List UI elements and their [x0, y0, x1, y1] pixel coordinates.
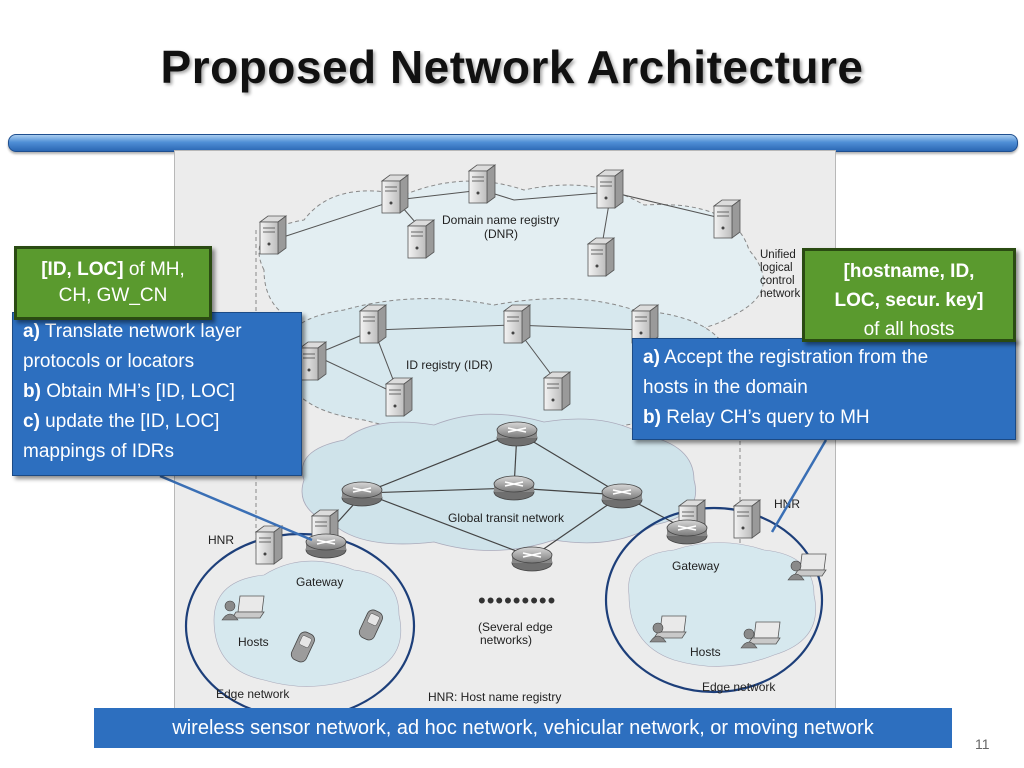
unified-control-label: Unified	[760, 249, 796, 261]
gateway-label-left: Gateway	[296, 575, 343, 589]
dnr-server-icon	[587, 237, 615, 277]
idr-server-icon	[385, 377, 413, 417]
right-gateway-router-icon	[666, 519, 708, 545]
hnr-legend: HNR: Host name registry	[428, 690, 561, 704]
page-number: 11	[975, 736, 990, 752]
right-edge-circle	[604, 506, 824, 694]
edge-network-label-left: Edge network	[216, 687, 290, 701]
unified-control-label: logical	[760, 262, 793, 274]
left-gateway-callout: a) Translate network layer protocols or …	[12, 312, 302, 476]
ellipsis-dots: •••••••••	[478, 588, 556, 613]
transit-router-icon	[341, 481, 383, 507]
network-types-banner: wireless sensor network, ad hoc network,…	[94, 708, 952, 748]
idr-server-icon	[543, 371, 571, 411]
right-hnr-callout: a) Accept the registration from the host…	[632, 338, 1016, 440]
right-hostname-callout: [hostname, ID, LOC, secur. key] of all h…	[802, 248, 1016, 342]
left-hnr-server-icon	[255, 525, 283, 565]
transit-router-icon	[511, 546, 553, 572]
dnr-server-icon	[713, 199, 741, 239]
transit-router-icon	[601, 483, 643, 509]
hnr-label-right: HNR	[774, 497, 800, 511]
several-edge-label: (Several edge	[478, 620, 553, 634]
dnr-server-icon	[407, 219, 435, 259]
transit-router-icon	[493, 475, 535, 501]
edge-network-label-right: Edge network	[702, 680, 776, 694]
idr-server-icon	[359, 304, 387, 344]
idr-server-icon	[299, 341, 327, 381]
idr-server-icon	[503, 304, 531, 344]
hosts-label-right: Hosts	[690, 645, 721, 659]
dnr-server-icon	[596, 169, 624, 209]
dnr-server-icon	[468, 164, 496, 204]
hosts-label-left: Hosts	[238, 635, 269, 649]
right-hnr-server-icon	[733, 499, 761, 539]
left-gateway-router-icon	[305, 533, 347, 559]
unified-control-label: network	[760, 288, 801, 300]
left-edge-cloud	[213, 560, 402, 687]
gateway-label-right: Gateway	[672, 559, 719, 573]
hnr-label-left: HNR	[208, 533, 234, 547]
dnr-server-icon	[259, 215, 287, 255]
left-id-loc-callout: [ID, LOC] of MH, CH, GW_CN	[14, 246, 212, 320]
dnr-label-abbrev: (DNR)	[484, 227, 518, 241]
idr-label: ID registry (IDR)	[406, 358, 493, 372]
dnr-label: Domain name registry	[442, 213, 559, 227]
transit-label: Global transit network	[448, 511, 565, 525]
dnr-server-icon	[381, 174, 409, 214]
unified-control-label: control	[760, 275, 795, 287]
slide-title: Proposed Network Architecture	[160, 41, 864, 93]
several-edge-label: networks)	[480, 633, 532, 647]
right-edge-cloud	[628, 542, 816, 667]
transit-router-icon	[496, 421, 538, 447]
